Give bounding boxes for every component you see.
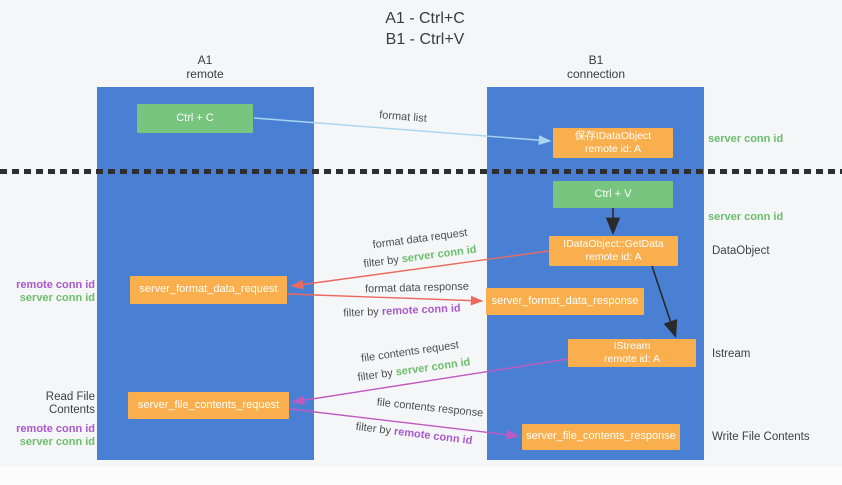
save-idataobject-line1: 保存IDataObject — [574, 130, 652, 143]
istream-node: IStream remote id: A — [568, 339, 696, 367]
server-file-contents-request-node: server_file_contents_request — [128, 392, 289, 419]
istream-line2: remote id: A — [603, 353, 661, 365]
file-request-conn-ids: Read File Contents remote conn id server… — [0, 391, 95, 449]
server-conn-id-annotation-top: server conn id — [708, 133, 784, 145]
ctrl-v-node: Ctrl + V — [553, 181, 673, 208]
server-file-contents-response-label: server_file_contents_response — [526, 430, 676, 443]
machine-boundary-divider — [0, 169, 842, 174]
title-line-1: A1 - Ctrl+C — [385, 10, 465, 27]
server-conn-id-annotation-mid: server conn id — [708, 211, 784, 223]
filter-by-text: filter by — [343, 305, 383, 320]
remote-conn-id-key: remote conn id — [381, 302, 461, 318]
server-format-data-request-label: server_format_data_request — [139, 283, 278, 296]
ctrl-c-node: Ctrl + C — [137, 104, 253, 133]
left-column-header: A1 remote — [135, 53, 275, 81]
bottom-strip — [0, 467, 842, 485]
format-list-edge-label: format list — [378, 109, 428, 125]
remote-conn-id-key: remote conn id — [393, 425, 473, 448]
server-conn-id-key: server conn id — [394, 356, 472, 379]
ctrl-c-label: Ctrl + C — [176, 111, 214, 124]
read-file-contents-label: Read File Contents — [45, 391, 95, 416]
left-column-id: A1 — [197, 53, 213, 67]
save-idataobject-line2: remote id: A — [584, 143, 642, 155]
right-column-id: B1 — [588, 53, 604, 67]
file-contents-response-filter-label: filter by remote conn id — [355, 421, 473, 447]
save-idataobject-node: 保存IDataObject remote id: A — [553, 128, 673, 158]
filter-by-text: filter by — [356, 366, 397, 384]
dataobject-annotation: DataObject — [712, 245, 770, 257]
filter-by-text: filter by — [355, 420, 395, 438]
format-data-response-arrow — [287, 293, 484, 306]
diagram-title: A1 - Ctrl+C B1 - Ctrl+V — [340, 8, 510, 50]
istream-line1: IStream — [613, 340, 651, 353]
server-format-data-response-label: server_format_data_response — [491, 294, 639, 307]
server-format-data-response-node: server_format_data_response — [486, 288, 644, 315]
right-column-header: B1 connection — [526, 53, 666, 81]
right-column-subtitle: connection — [566, 67, 626, 81]
ctrl-v-label: Ctrl + V — [594, 187, 632, 200]
left-column-subtitle: remote — [186, 67, 224, 81]
format-request-conn-ids: remote conn id server conn id — [0, 279, 95, 305]
server-format-data-request-node: server_format_data_request — [130, 276, 287, 304]
filter-by-text: filter by — [362, 253, 403, 271]
server-conn-id-label: server conn id — [19, 436, 95, 448]
server-conn-id-key: server conn id — [401, 243, 478, 266]
server-conn-id-label: server conn id — [19, 292, 95, 304]
istream-annotation: Istream — [712, 348, 751, 360]
getdata-line1: IDataObject::GetData — [563, 238, 664, 251]
remote-conn-id-label: remote conn id — [16, 279, 95, 291]
getdata-line2: remote id: A — [585, 251, 642, 263]
title-line-2: B1 - Ctrl+V — [385, 31, 465, 48]
getdata-node: IDataObject::GetData remote id: A — [549, 236, 678, 266]
format-data-response-filter-label: filter by remote conn id — [343, 302, 461, 319]
server-file-contents-response-node: server_file_contents_response — [522, 424, 680, 450]
write-file-contents-annotation: Write File Contents — [712, 431, 810, 443]
remote-conn-id-label: remote conn id — [16, 423, 95, 435]
file-contents-response-edge-label: file contents response — [376, 396, 484, 420]
format-data-response-edge-label: format data response — [364, 280, 470, 296]
server-file-contents-request-label: server_file_contents_request — [137, 398, 280, 411]
